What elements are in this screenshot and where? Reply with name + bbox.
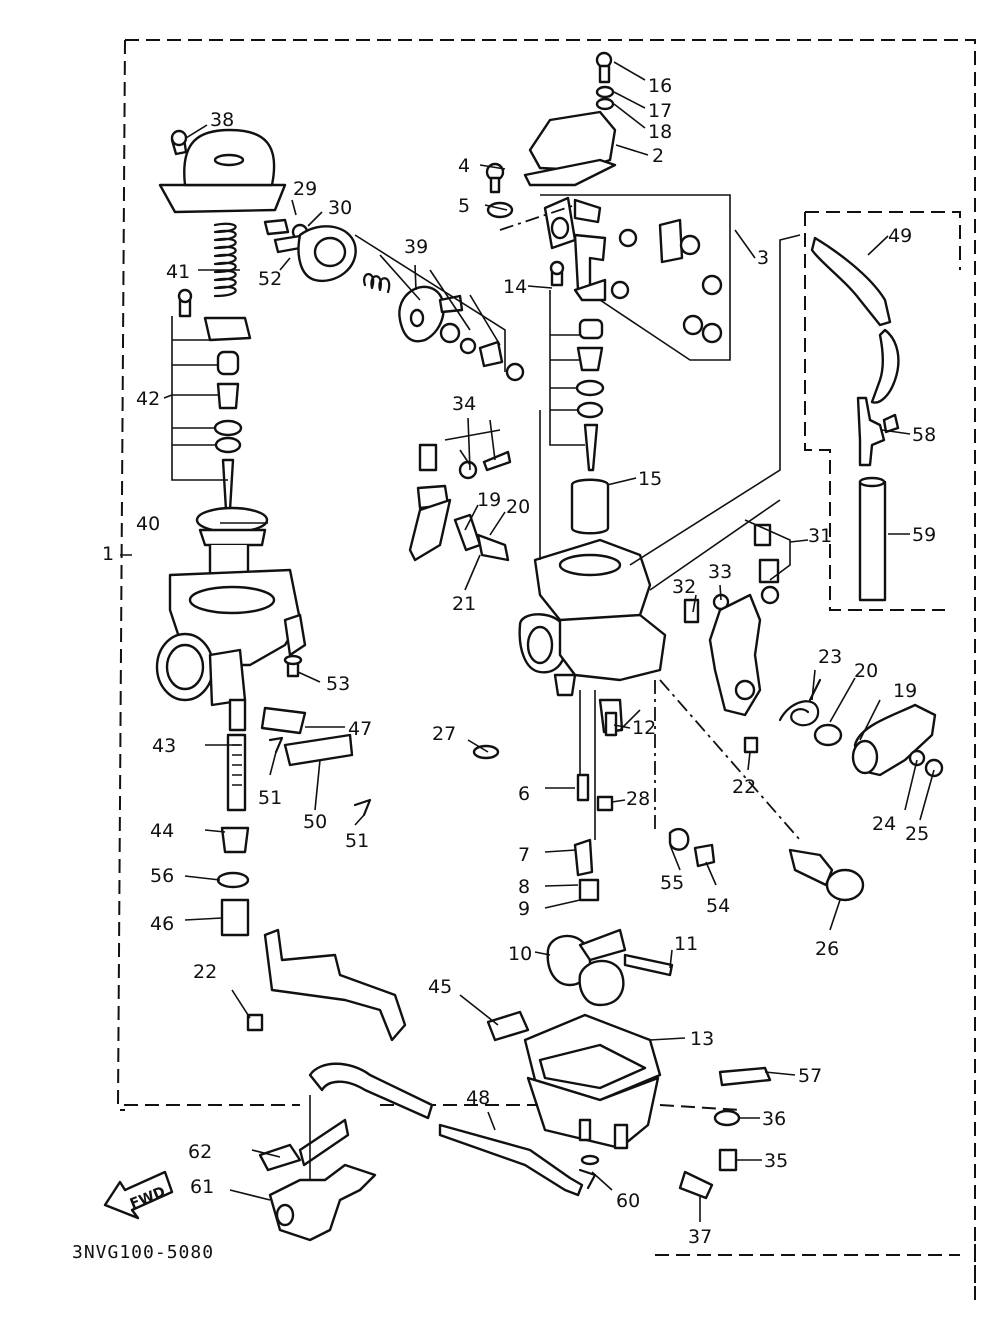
- callout-15: 15: [638, 468, 662, 490]
- callout-40: 40: [136, 513, 160, 535]
- callout-11: 11: [674, 933, 698, 955]
- callout-3: 3: [757, 247, 769, 269]
- callout-44: 44: [150, 820, 174, 842]
- callout-32: 32: [672, 576, 696, 598]
- callout-10: 10: [508, 943, 532, 965]
- callout-62: 62: [188, 1141, 212, 1163]
- callouts: 16 17 18 2 38 4 29 30 5 3 49 39 41 52 14…: [102, 75, 936, 1248]
- carb-body-left: [155, 568, 307, 732]
- callout-51a: 51: [258, 787, 282, 809]
- callout-8: 8: [518, 876, 530, 898]
- callout-22a: 22: [732, 776, 756, 798]
- callout-13: 13: [690, 1028, 714, 1050]
- fwd-arrow: FWD: [103, 1170, 174, 1220]
- diaphragm-row-39: [263, 218, 525, 382]
- callout-7: 7: [518, 844, 530, 866]
- callout-58: 58: [912, 424, 936, 446]
- callout-54: 54: [706, 895, 730, 917]
- choke-lever-group: [408, 429, 512, 562]
- float-bowl-13: [486, 1010, 662, 1150]
- callout-26: 26: [815, 938, 839, 960]
- bottom-hoses-48: [308, 1062, 584, 1197]
- callout-53: 53: [326, 673, 350, 695]
- callout-61: 61: [190, 1176, 214, 1198]
- hose-49: [810, 236, 900, 404]
- callout-1: 1: [102, 543, 114, 565]
- callout-59: 59: [912, 524, 936, 546]
- callout-49: 49: [888, 225, 912, 247]
- callout-25: 25: [905, 823, 929, 845]
- callout-60: 60: [616, 1190, 640, 1212]
- assembly-boundary-right: [804, 211, 961, 611]
- fuel-valve-61: [258, 1095, 377, 1242]
- callout-14: 14: [503, 276, 527, 298]
- callout-42: 42: [136, 388, 160, 410]
- callout-2: 2: [652, 145, 664, 167]
- callout-23: 23: [818, 646, 842, 668]
- bracket-and-jets: [246, 679, 865, 1042]
- callout-56: 56: [150, 865, 174, 887]
- callout-39: 39: [404, 236, 428, 258]
- callout-41: 41: [166, 261, 190, 283]
- callout-43: 43: [152, 735, 176, 757]
- callout-6: 6: [518, 783, 530, 805]
- callout-20b: 20: [854, 660, 878, 682]
- callout-19a: 19: [477, 489, 501, 511]
- throttle-linkage-right: [683, 519, 944, 778]
- left-lower-parts: [216, 654, 372, 937]
- callout-46: 46: [150, 913, 174, 935]
- callout-45: 45: [428, 976, 452, 998]
- throttle-lever-3: [499, 194, 731, 361]
- callout-36: 36: [762, 1108, 786, 1130]
- callout-5: 5: [458, 195, 470, 217]
- callout-30: 30: [328, 197, 352, 219]
- callout-17: 17: [648, 100, 672, 122]
- callout-29: 29: [293, 178, 317, 200]
- piston-40: [195, 506, 269, 582]
- callout-57: 57: [798, 1065, 822, 1087]
- callout-24: 24: [872, 813, 896, 835]
- spring-41: [213, 222, 237, 298]
- callout-22b: 22: [193, 961, 217, 983]
- callout-20a: 20: [506, 496, 530, 518]
- callout-28: 28: [626, 788, 650, 810]
- callout-38: 38: [210, 109, 234, 131]
- callout-55: 55: [660, 872, 684, 894]
- assembly-boundary: [116, 39, 976, 1300]
- callout-19b: 19: [893, 680, 917, 702]
- callout-47: 47: [348, 718, 372, 740]
- callout-18: 18: [648, 121, 672, 143]
- tube-59: [858, 476, 887, 602]
- top-cap-38: [158, 128, 287, 214]
- callout-52: 52: [258, 268, 282, 290]
- callout-4: 4: [458, 155, 470, 177]
- callout-50: 50: [303, 811, 327, 833]
- callout-16: 16: [648, 75, 672, 97]
- callout-51b: 51: [345, 830, 369, 852]
- fitting-58: [856, 396, 900, 467]
- callout-48: 48: [466, 1087, 490, 1109]
- callout-34: 34: [452, 393, 476, 415]
- callout-37: 37: [688, 1226, 712, 1248]
- carb-body-main: [518, 234, 801, 734]
- drawing-code: 3NVG100-5080: [72, 1242, 214, 1263]
- callout-21: 21: [452, 593, 476, 615]
- callout-27: 27: [432, 723, 456, 745]
- float-10: [546, 928, 674, 1007]
- needle-column-15: [549, 260, 610, 535]
- needle-set-42: [171, 288, 252, 512]
- callout-33: 33: [708, 561, 732, 583]
- callout-35: 35: [764, 1150, 788, 1172]
- cover-2: [523, 51, 617, 187]
- callout-9: 9: [518, 898, 530, 920]
- callout-12: 12: [632, 717, 656, 739]
- leader-lines: [120, 61, 935, 1222]
- callout-31: 31: [808, 525, 832, 547]
